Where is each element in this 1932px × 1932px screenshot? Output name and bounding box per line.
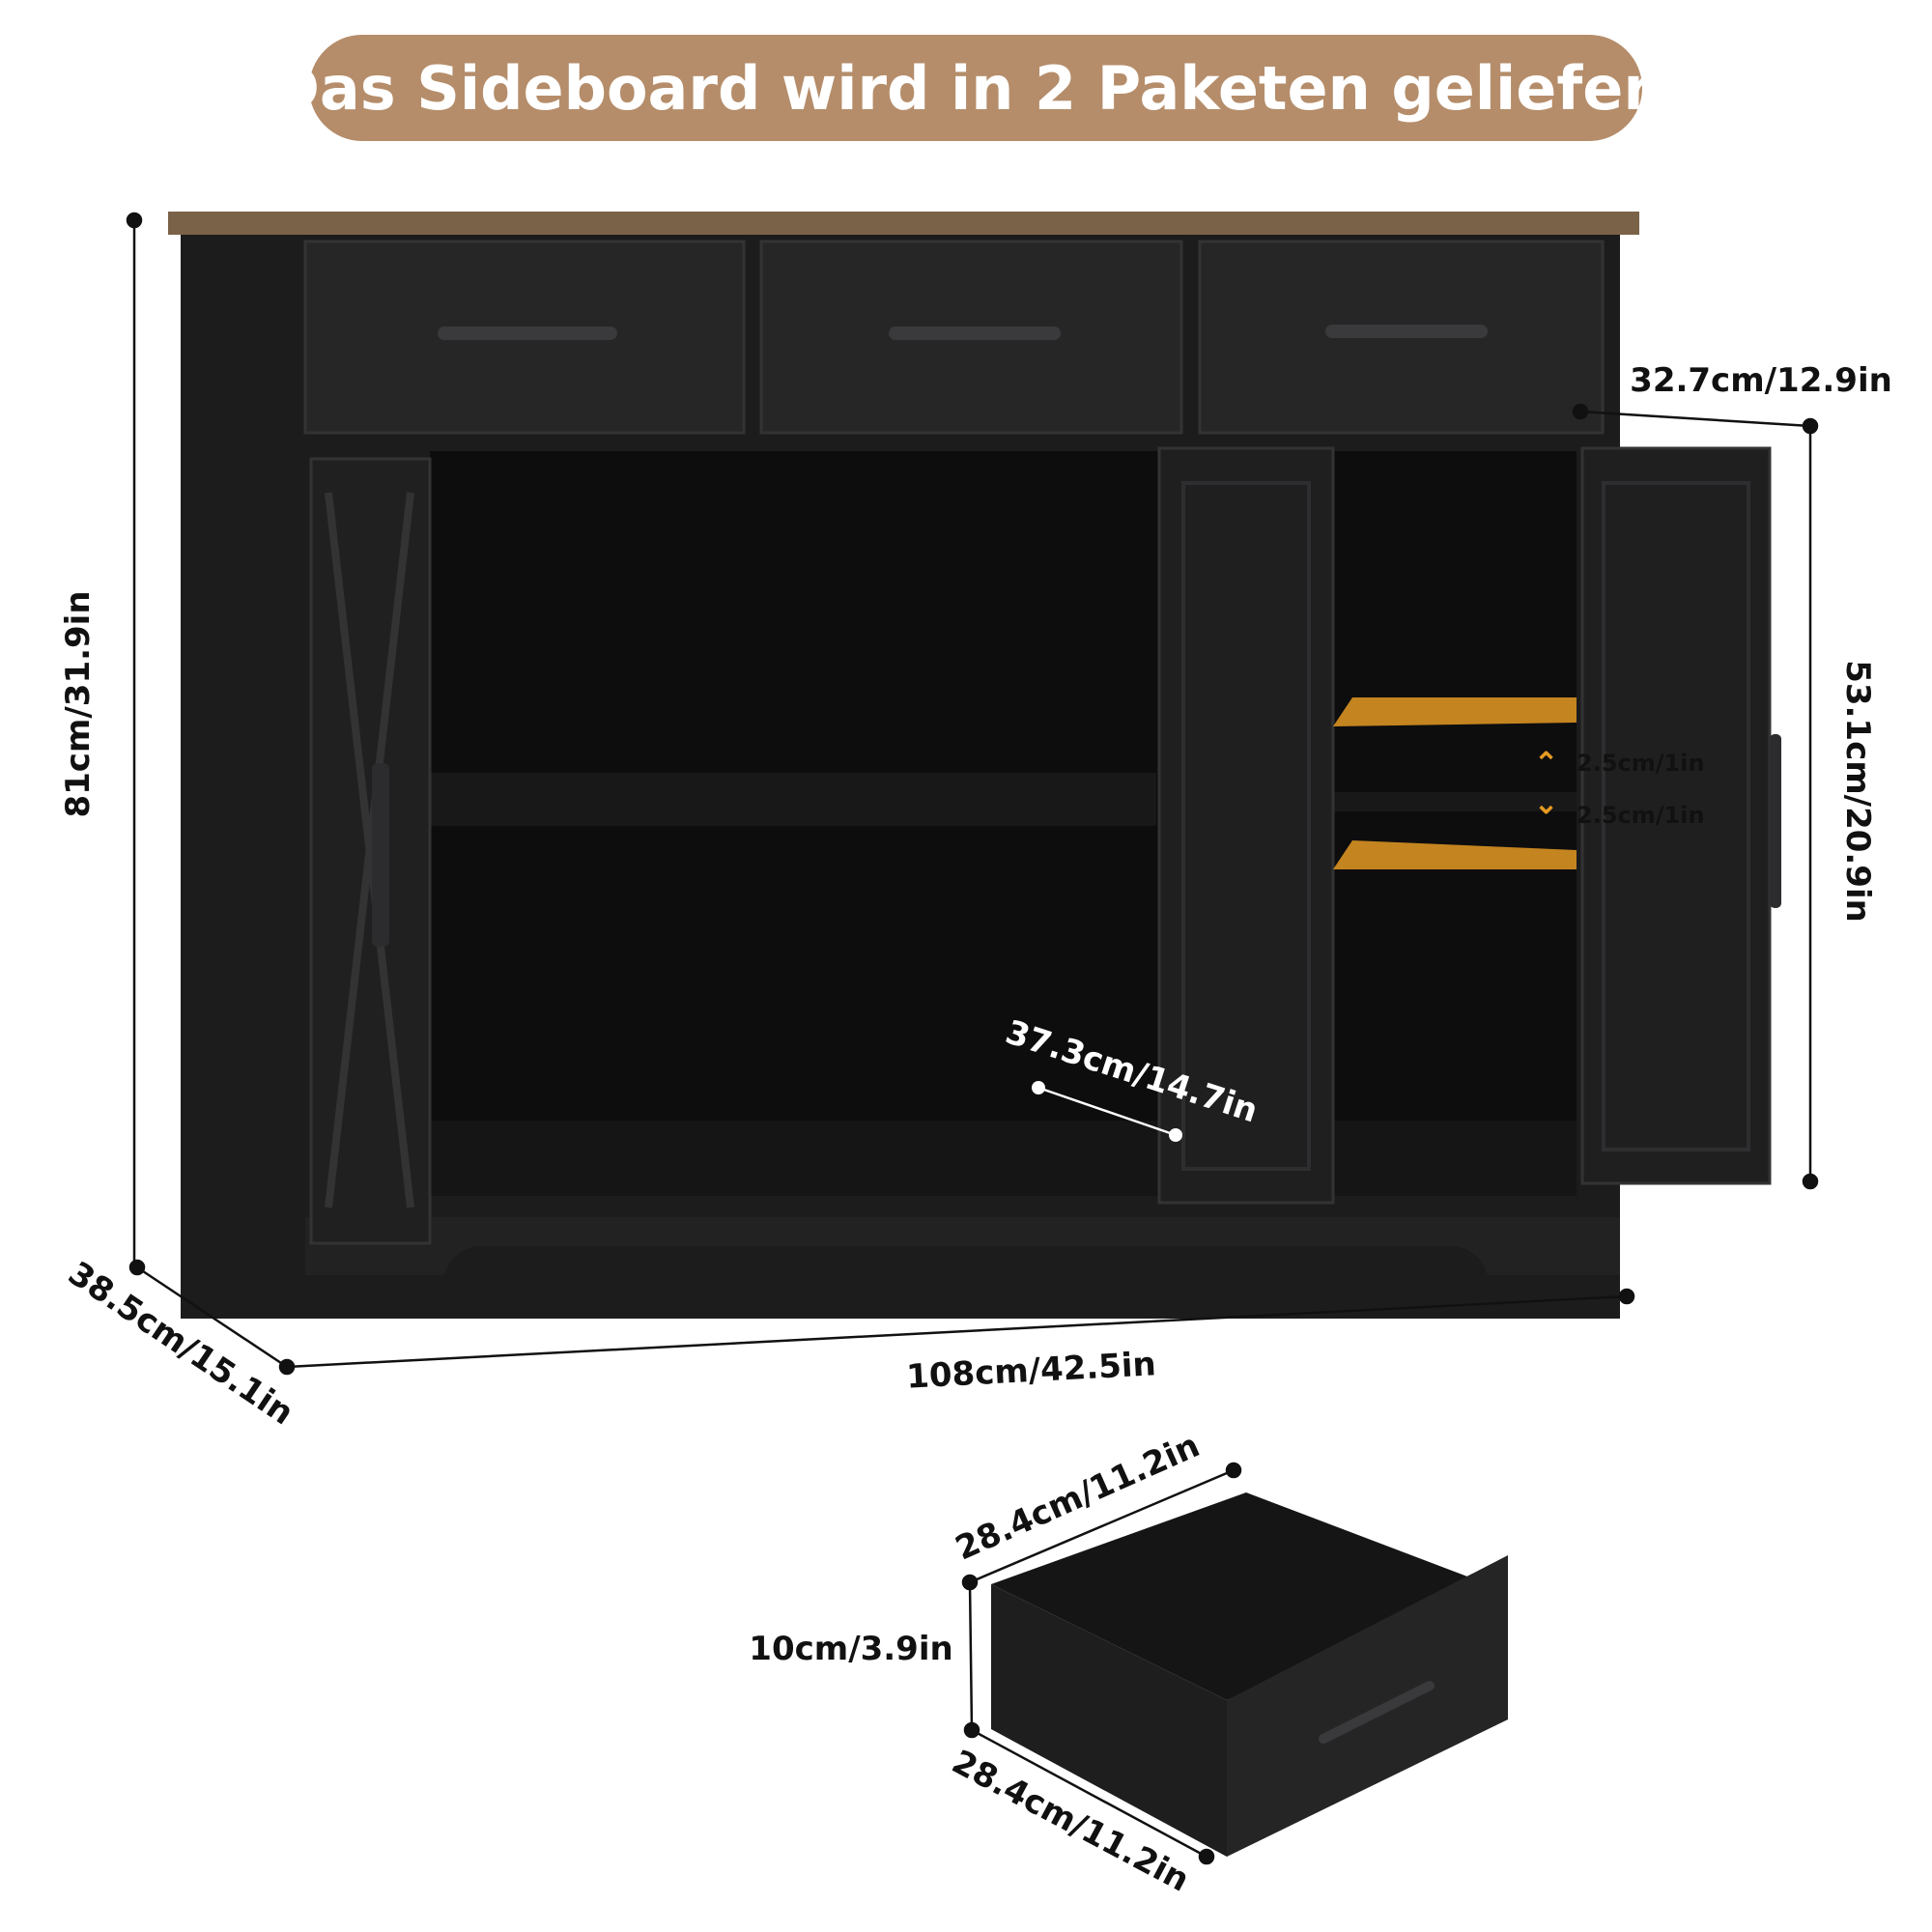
drawer-detail: [991, 1492, 1508, 1857]
drawer-gap-label: 32.7cm/12.9in: [1630, 361, 1892, 400]
width-label: 108cm/42.5in: [905, 1345, 1156, 1396]
shelf-lower-highlight: [1333, 840, 1577, 869]
height-label: 81cm/31.9in: [59, 590, 98, 817]
arrow-down-icon: ⌄: [1534, 788, 1558, 820]
banner: Das Sideboard wird in 2 Paketen geliefer…: [270, 35, 1682, 141]
arrow-up-icon: ⌃: [1534, 748, 1558, 780]
dimension-lines: [126, 212, 1819, 1865]
shelf-upper-highlight: [1333, 697, 1577, 726]
drawer-height-label: 10cm/3.9in: [749, 1630, 952, 1668]
shelf-down-label: 2.5cm/1in: [1577, 802, 1705, 829]
shelf-up-label: 2.5cm/1in: [1577, 750, 1705, 777]
sideboard: ⌃ ⌄: [168, 212, 1781, 1319]
banner-text: Das Sideboard wird in 2 Paketen geliefer…: [270, 53, 1681, 124]
cabinet-height-label: 53.1cm/20.9in: [1838, 660, 1877, 923]
